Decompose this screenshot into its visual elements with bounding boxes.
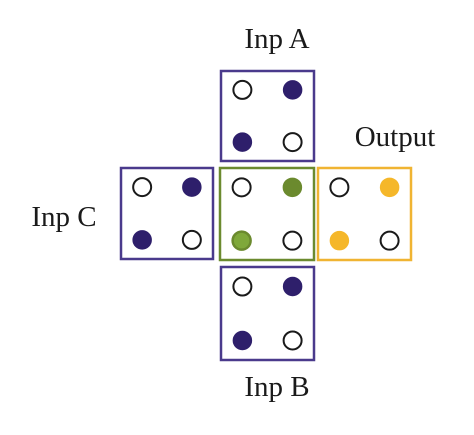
filled-dot-output-2 <box>329 230 350 251</box>
label-inp-c: Inp C <box>31 201 96 233</box>
cell-output <box>316 166 413 262</box>
filled-dot-center-1 <box>282 177 303 198</box>
filled-dot-inp-a-1 <box>282 80 303 100</box>
empty-dot-output-3 <box>379 230 400 251</box>
label-output: Output <box>355 121 436 153</box>
filled-dot-inp-a-2 <box>232 132 253 152</box>
cell-box-inp-b <box>219 265 316 362</box>
cell-inp-b <box>219 265 316 362</box>
filled-dot-center-2 <box>231 230 252 251</box>
filled-dot-inp-c-2 <box>132 230 152 250</box>
filled-dot-output-1 <box>379 177 400 198</box>
cell-inp-a <box>219 69 316 163</box>
empty-dot-inp-a-0 <box>232 79 253 100</box>
cell-box-center <box>218 166 316 262</box>
empty-dot-inp-c-0 <box>132 177 153 198</box>
filled-dot-inp-c-1 <box>182 177 202 197</box>
cell-inp-c <box>119 166 215 261</box>
label-inp-a: Inp A <box>244 23 309 55</box>
cell-box-inp-a <box>219 69 316 163</box>
cell-center <box>218 166 316 262</box>
empty-dot-center-3 <box>282 230 303 251</box>
filled-dot-inp-b-2 <box>232 330 253 351</box>
empty-dot-center-0 <box>231 177 252 198</box>
cell-box-output <box>316 166 413 262</box>
label-inp-b: Inp B <box>244 371 309 403</box>
empty-dot-inp-b-3 <box>282 330 303 351</box>
cell-box-inp-c <box>119 166 215 261</box>
filled-dot-inp-b-1 <box>282 276 303 297</box>
empty-dot-output-0 <box>329 177 350 198</box>
empty-dot-inp-c-3 <box>181 229 202 250</box>
empty-dot-inp-b-0 <box>232 276 253 297</box>
empty-dot-inp-a-3 <box>282 132 303 153</box>
cells-layer <box>119 69 413 362</box>
